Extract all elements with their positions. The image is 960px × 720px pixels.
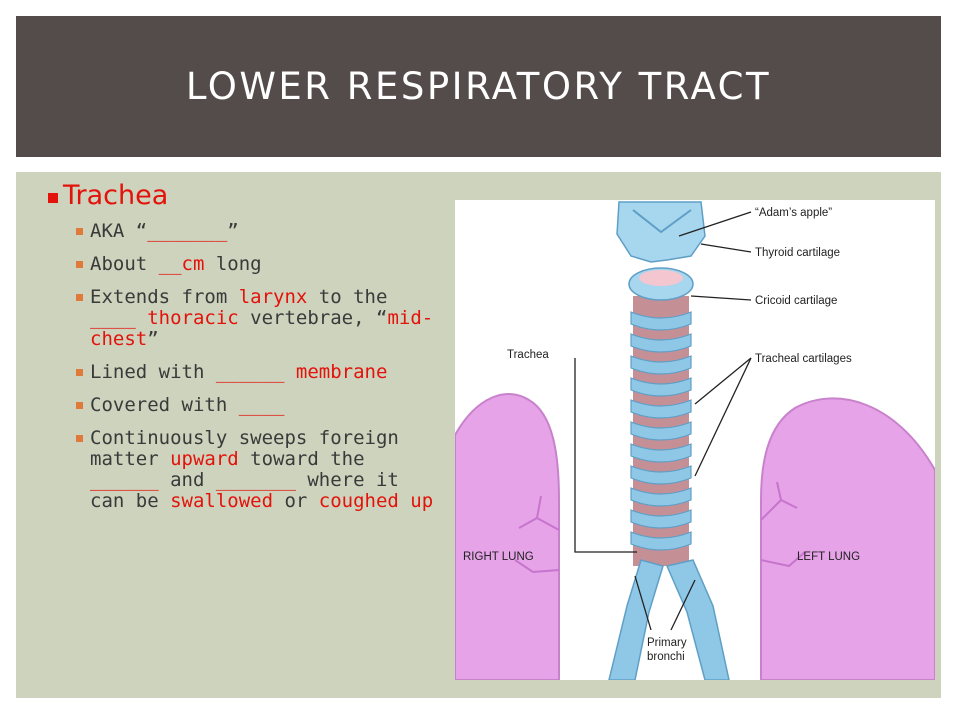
right-primary-bronchus — [608, 559, 664, 680]
label-trachea: Trachea — [507, 349, 549, 361]
bullet-text-segment: long — [204, 253, 262, 275]
bullet-text-segment: or — [273, 490, 319, 512]
bullet-text-segment: coughed up — [318, 490, 434, 512]
bullet-text-segment: Covered with — [90, 394, 239, 416]
tracheal-ring — [630, 333, 692, 353]
trachea-diagram: “Adam’s apple” Thyroid cartilage Cricoid… — [455, 200, 935, 680]
label-thyroid-cartilage: Thyroid cartilage — [755, 247, 840, 259]
label-cricoid-cartilage: Cricoid cartilage — [755, 295, 837, 307]
bullet-text-segment: toward the — [238, 448, 365, 470]
tracheal-ring — [630, 531, 692, 551]
heading-trachea: Trachea — [63, 180, 169, 211]
bullet-text-segment: __cm — [158, 253, 205, 275]
bullet-item: About __cm long — [48, 254, 438, 275]
label-left-lung: LEFT LUNG — [797, 551, 860, 563]
label-bronchi: bronchi — [647, 651, 685, 663]
bullet-text-segment: ____ thoracic — [90, 307, 239, 329]
bullet-text-segment: Extends from — [90, 286, 239, 308]
bullet-square-icon — [48, 193, 58, 203]
tracheal-ring — [630, 421, 692, 441]
bullet-text-segment: Continuously sweeps foreign matter — [90, 427, 399, 470]
bullet-text-segment: _______ — [147, 220, 228, 242]
bullet-text-segment: where it can be — [90, 469, 399, 512]
tracheal-ring — [630, 377, 692, 397]
leader-lines — [574, 211, 752, 631]
bullet-text-segment: larynx — [238, 286, 308, 308]
bullet-item: Extends from larynx to the ____ thoracic… — [48, 287, 438, 350]
bullet-square-icon — [76, 435, 83, 442]
bullet-square-icon — [76, 402, 83, 409]
left-lung-branches — [760, 481, 806, 568]
bullet-item: AKA “_______” — [48, 221, 438, 242]
tracheal-ring — [630, 311, 692, 331]
label-adams-apple: “Adam’s apple” — [755, 207, 832, 219]
label-primary: Primary — [647, 637, 687, 649]
tracheal-ring — [630, 443, 692, 463]
larynx-inner — [639, 270, 683, 286]
label-tracheal-cartilages: Tracheal cartilages — [755, 353, 852, 365]
heading-bullet: Trachea — [48, 180, 438, 211]
title-bar: LOWER RESPIRATORY TRACT — [16, 16, 941, 157]
bullet-text-segment: swallowed — [170, 490, 274, 512]
tracheal-ring — [630, 465, 692, 485]
slide-title: LOWER RESPIRATORY TRACT — [185, 65, 772, 108]
bullet-text-segment: ____ — [238, 394, 285, 416]
bullet-square-icon — [76, 228, 83, 235]
bullet-text-segment: ” — [147, 328, 159, 350]
bullet-square-icon — [76, 369, 83, 376]
bullet-text-segment: AKA “ — [90, 220, 148, 242]
bullet-text-segment: ______ membrane — [215, 361, 388, 383]
bullet-square-icon — [76, 294, 83, 301]
bullet-text-segment: mid-chest — [90, 307, 434, 350]
thyroid-notch — [632, 209, 692, 234]
bullet-square-icon — [76, 261, 83, 268]
bullet-item: Covered with ____ — [48, 395, 438, 416]
right-lung — [455, 393, 560, 680]
bullet-text-segment: upward — [170, 448, 239, 470]
tracheal-ring — [630, 355, 692, 375]
bullet-item: Lined with ______ membrane — [48, 362, 438, 383]
anatomy-illustration: “Adam’s apple” Thyroid cartilage Cricoid… — [455, 201, 935, 680]
label-right-lung: RIGHT LUNG — [463, 551, 534, 563]
tracheal-ring — [630, 399, 692, 419]
tracheal-ring — [630, 509, 692, 529]
left-primary-bronchus — [665, 559, 730, 680]
bullet-text-segment: _______ — [215, 469, 296, 491]
bullet-text-segment: vertebrae, “ — [238, 307, 388, 329]
tracheal-ring — [630, 487, 692, 507]
left-lung — [760, 397, 935, 680]
bullet-text-segment: Lined with — [90, 361, 216, 383]
bullet-text-segment: ______ — [90, 469, 159, 491]
tracheal-rings — [630, 311, 692, 551]
bullet-text-segment: and — [158, 469, 216, 491]
bullet-item: Continuously sweeps foreign matter upwar… — [48, 428, 438, 512]
bullet-text-segment: About — [90, 253, 159, 275]
bullet-text-segment: ” — [227, 220, 239, 242]
bullet-text-segment: to the — [307, 286, 388, 308]
right-lung-branches — [514, 495, 560, 574]
